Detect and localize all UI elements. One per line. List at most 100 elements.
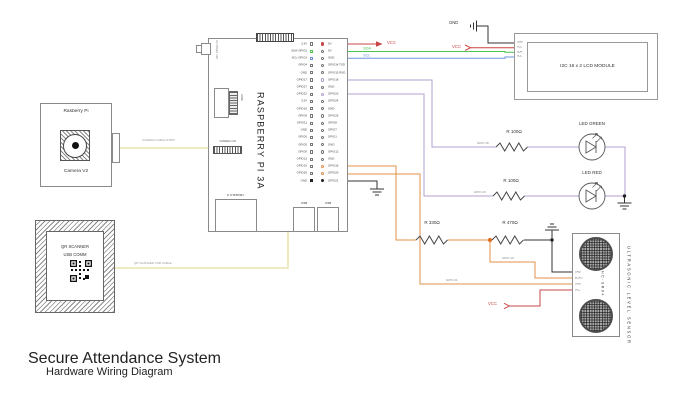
sensor-pin-label: ECHO [574,276,582,280]
r330-label: R 330Ω [424,221,440,226]
gpio-pin-right [320,42,325,46]
gpio-pin-label-right: GPIO18 [328,78,339,82]
vcc-top-left-label: VCC [387,41,396,46]
gpio-pin-right [320,63,325,68]
gpio-pin-label-right: GPIO16 [328,164,339,168]
gpio-pin-left [309,164,313,169]
csi-connector [213,146,242,154]
gpio-pin-label-right: GPIO14 TXD [328,63,345,67]
lcd-screen [527,42,648,92]
gpio-pin-label-left: SDA-GPIO2 [291,49,307,53]
gpio-pin-label-left: GND [300,71,307,75]
hdmi-pins [229,91,238,115]
gpio21-wire-label: GPIO 21 [446,279,458,282]
gpio-pin-label-left: GPIO17 [296,78,307,82]
gpio-pin-right [320,157,325,161]
usb1-port [293,207,315,232]
gpio-pin-right [320,49,325,53]
gpio-pin-label-left: GPIO4 [298,63,307,67]
wire-led [326,79,626,197]
wire-gnd [326,20,632,273]
gpio-pin-right [320,99,325,104]
gpio-pin-right [320,150,325,154]
gpio-pin-label-right: GPIO7 [328,128,337,132]
ethernet-label: ETHERNET [227,193,245,197]
gpio-pin-right [320,78,325,82]
junction-gnd-sensor [550,238,554,242]
gpio-pin-right [320,107,325,111]
gpio-pin-right [320,114,325,118]
vcc-top-right-label: VCC [452,44,461,49]
lcd-pin-label: SDA [516,50,522,54]
gpio-pin-right [320,164,325,169]
sensor-pin-label: GND [574,270,581,274]
ethernet-port [215,199,257,232]
gpio-pin-left [309,42,313,46]
power-label: DC POWER USB [215,40,218,59]
gpio-pin-left [309,56,313,61]
gpio-pin-label-left: GPIO5 [298,143,307,147]
gpio23-wire-label: GPIO 23 [474,190,486,194]
wire-cables [115,147,289,269]
junction-gnd-led [622,194,627,198]
gpio-pin-label-right: GND [328,157,335,161]
gpio-pin-label-left: 3.3V [301,99,307,103]
gpio-pin-label-right: GND [328,143,335,147]
camera-connector-tab [112,133,120,163]
gpio-pin-left [309,92,313,97]
display-connector [256,33,294,42]
gpio-pin-label-left: GPIO13 [296,157,307,161]
gpio-pin-label-left: GPIO19 [296,164,307,168]
gpio-pin-right [320,56,325,61]
lcd-label: I2C 16 x 2 LCD MODULE [560,64,615,69]
sensor-side-label: ULTRASONIC LEVEL SENSOR [626,246,631,345]
wire-scl [313,56,514,59]
power-connector [201,43,211,55]
gpio16-wire-label: GPIO 16 [502,256,514,260]
gpio-pin-left [309,179,313,183]
gpio-pin-right [320,171,325,176]
camera-lens-ring [63,133,87,158]
gpio-pin-left [309,99,313,104]
gpio-pin-label-right: 5V [328,42,332,46]
gpio-pin-left [309,128,313,133]
camera-caption: Camera V2 [63,169,89,174]
gpio-pin-label-left: GND [300,128,307,132]
gpio-pin-label-left: GPIO22 [296,92,307,96]
gpio-pin-left [309,63,313,68]
gpio-pin-label-right: GND [328,56,335,60]
hdmi-label: HDMI [239,94,243,101]
gpio-pin-label-right: GPIO15 RXD [328,71,346,75]
gpio-pin-label-left: GND [300,179,307,183]
gpio-pin-label-right: GPIO12 [328,150,339,154]
resistors [415,142,528,245]
gpio-pin-label-left: GPIO6 [298,150,307,154]
gpio-pin-right [320,71,325,75]
gpio-pin-label-left: GPIO0 [298,135,307,139]
camera-heading: Rasberry Pi [63,109,89,114]
hdmi-connector [214,88,229,118]
gpio-pin-right [320,143,325,147]
gpio-pin-label-right: GPIO20 [328,171,339,175]
gpio-pin-right [320,179,325,183]
gpio-pin-label-right: 5V [328,49,332,53]
gpio-pin-label-right: GPIO21 [328,179,339,183]
r470-label: R 470Ω [502,221,518,226]
gpio-pin-left [309,49,313,53]
led-red-label: LED RED [582,171,602,176]
gpio-pin-right [320,121,325,125]
junction-divider [488,238,492,242]
gpio-pin-label-left: 3.3V [301,42,307,46]
led-red-symbol [578,182,606,210]
gpio-pin-left [309,85,313,89]
vcc-bottom-label: VCC [488,302,497,307]
gpio-pin-label-right: GND [328,85,335,89]
pi-name: RASPBERRY PI 3A [255,92,266,190]
sda-label: SDA [363,46,372,51]
gnd-top-label: GND [449,21,459,26]
wire-sda [313,51,514,53]
camera-cable-label: CAMERA CABLE STRIP [142,139,176,142]
gpio-pin-left [309,121,313,125]
usb2-port [317,207,339,232]
